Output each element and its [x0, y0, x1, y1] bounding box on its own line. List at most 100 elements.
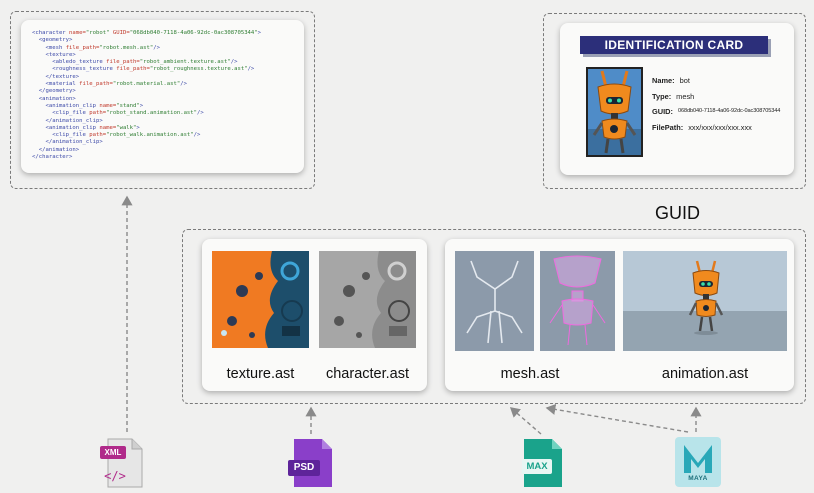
xml-code-token: name=	[99, 124, 117, 131]
id-filepath-label: FilePath:	[652, 122, 684, 132]
xml-code-line: <animation_clip name="walk">	[32, 125, 261, 132]
xml-code-line: <mesh file_path="robot.mesh.ast"/>	[32, 45, 261, 52]
id-type-value: mesh	[676, 91, 695, 101]
xml-code-token: <roughness_texture	[32, 66, 117, 73]
xml-code-token: "robot"	[85, 30, 110, 36]
texture-image	[212, 251, 309, 348]
xml-code-token: path=	[89, 132, 107, 139]
xml-code-token: "robot.material.ast"	[112, 81, 181, 88]
xml-code-token: >	[136, 124, 140, 131]
arrow-maya-to-mesh	[545, 403, 689, 433]
xml-panel: <character name="robot" GUID="068db040-7…	[21, 20, 304, 173]
xml-code-token: <animation_clip	[32, 124, 100, 131]
id-field-name: Name:bot	[652, 73, 780, 89]
xml-code-token: />	[197, 110, 204, 117]
roughness-texture-image	[319, 251, 416, 348]
xml-code-line: <character name="robot" GUID="068db040-7…	[32, 30, 261, 37]
xml-code-line: <geometry>	[32, 37, 261, 44]
id-field-guid: GUID: 068db040-7118-4a06-92dc-0ac30870534…	[652, 104, 780, 120]
xml-code-token: "068db040-7118-4a06-92dc-0ac308705344"	[129, 30, 258, 36]
xml-code-line: </texture>	[32, 74, 261, 81]
xml-code-token: file_path=	[79, 81, 113, 88]
xml-code-token: </character>	[32, 154, 73, 161]
xml-file-icon: </> XML	[100, 437, 144, 489]
xml-code-token: </texture>	[32, 73, 80, 80]
xml-code-token: />	[230, 59, 238, 66]
animated-robot-image	[623, 251, 787, 351]
animation-asset-label: animation.ast	[661, 366, 749, 382]
xml-code-token: <abledo_texture	[32, 59, 107, 66]
maya-file-icon: MAYA	[673, 435, 723, 489]
xml-code-token: <animation>	[32, 95, 76, 102]
mesh-thumbnail	[540, 251, 615, 351]
xml-code-token: name=	[69, 30, 86, 36]
xml-code-token: />	[247, 66, 255, 73]
xml-code-token: name=	[99, 102, 117, 109]
id-card-frame	[543, 13, 806, 189]
xml-code-line: </character>	[32, 154, 261, 161]
psd-icon-label: PSD	[293, 462, 315, 473]
xml-code-line: </geometry>	[32, 88, 261, 95]
xml-code-token: >	[257, 30, 262, 36]
xml-code-token: path=	[89, 110, 107, 117]
guid-caption: GUID	[655, 203, 700, 223]
skeleton-image	[455, 251, 534, 351]
id-name-value: bot	[679, 76, 690, 85]
robot-portrait-image	[588, 69, 641, 155]
skeleton-thumbnail	[455, 251, 534, 351]
max-file-icon: MAX	[518, 437, 564, 489]
xml-code-token: "stand"	[116, 102, 140, 109]
xml-code-token: </animation_clip>	[32, 139, 103, 146]
xml-code-token: >	[139, 102, 144, 109]
xml-code-line: </animation>	[32, 147, 261, 154]
xml-code-token: <material	[32, 81, 80, 88]
texture-asset-label: texture.ast	[226, 366, 295, 382]
xml-code-token: GUID=	[112, 30, 130, 36]
xml-code-token: "robot_stand.animation.ast"	[106, 110, 198, 117]
maya-icon-label: MAYA	[688, 475, 708, 482]
assets-frame	[182, 229, 806, 404]
xml-code-token: </animation_clip>	[32, 117, 103, 124]
id-guid-label: GUID:	[652, 107, 673, 116]
xml-code-line: </animation_clip>	[32, 139, 261, 146]
character-asset-label: character.ast	[325, 366, 409, 382]
xml-code-token: <character	[32, 30, 70, 36]
id-filepath-value: xxx/xxx/xxx/xxx.xxx	[688, 122, 752, 132]
xml-code-line: <abledo_texture file_path="robot_ambient…	[32, 59, 261, 66]
xml-code-token: <clip_file	[32, 132, 90, 139]
xml-code-line: </animation_clip>	[32, 118, 261, 125]
id-type-label: Type:	[652, 91, 672, 101]
xml-code-token: "walk"	[116, 124, 137, 131]
xml-code-token: />	[193, 132, 201, 139]
character-thumbnail	[319, 251, 416, 348]
xml-code-line: <roughness_texture file_path="robot_roug…	[32, 66, 261, 73]
xml-code-token: <geometry>	[32, 37, 73, 44]
psd-file-icon: PSD	[288, 437, 334, 489]
xml-panel-frame	[10, 11, 315, 189]
xml-code-line: <animation>	[32, 96, 261, 103]
xml-code-line: <clip_file path="robot_walk.animation.as…	[32, 132, 261, 139]
texture-thumbnail	[212, 251, 309, 348]
xml-code-token: file_path=	[65, 44, 100, 51]
wireframe-mesh-image	[540, 251, 615, 351]
xml-code-token: <animation_clip	[32, 102, 100, 109]
xml-code-token: "robot.mesh.ast"	[99, 44, 154, 51]
xml-code-token: </animation>	[32, 146, 80, 153]
id-field-filepath: FilePath: xxx/xxx/xxx/xxx.xxx	[652, 120, 780, 136]
xml-code-token: "robot_roughness.texture.ast"	[149, 66, 248, 73]
xml-code-token: file_path=	[106, 59, 140, 66]
xml-code-line: <clip_file path="robot_stand.animation.a…	[32, 110, 261, 117]
mesh-asset-label: mesh.ast	[500, 366, 560, 382]
xml-code-line: <material file_path="robot.material.ast"…	[32, 81, 261, 88]
xml-code-token: </geometry>	[32, 88, 76, 95]
id-guid-value: 068db040-7118-4a06-92dc-0ac308705344	[677, 108, 781, 114]
xml-code-token: <mesh	[32, 44, 66, 51]
svg-text:</>: </>	[104, 469, 126, 483]
id-field-type: Type: mesh	[652, 89, 780, 105]
xml-code-token: "robot_walk.animation.ast"	[106, 132, 194, 139]
max-icon-label: MAX	[526, 461, 548, 472]
xml-code-token: />	[180, 81, 187, 88]
animation-thumbnail	[623, 251, 787, 351]
xml-code-block: <character name="robot" GUID="068db040-7…	[32, 30, 261, 161]
xml-code-line: <texture>	[32, 52, 261, 59]
